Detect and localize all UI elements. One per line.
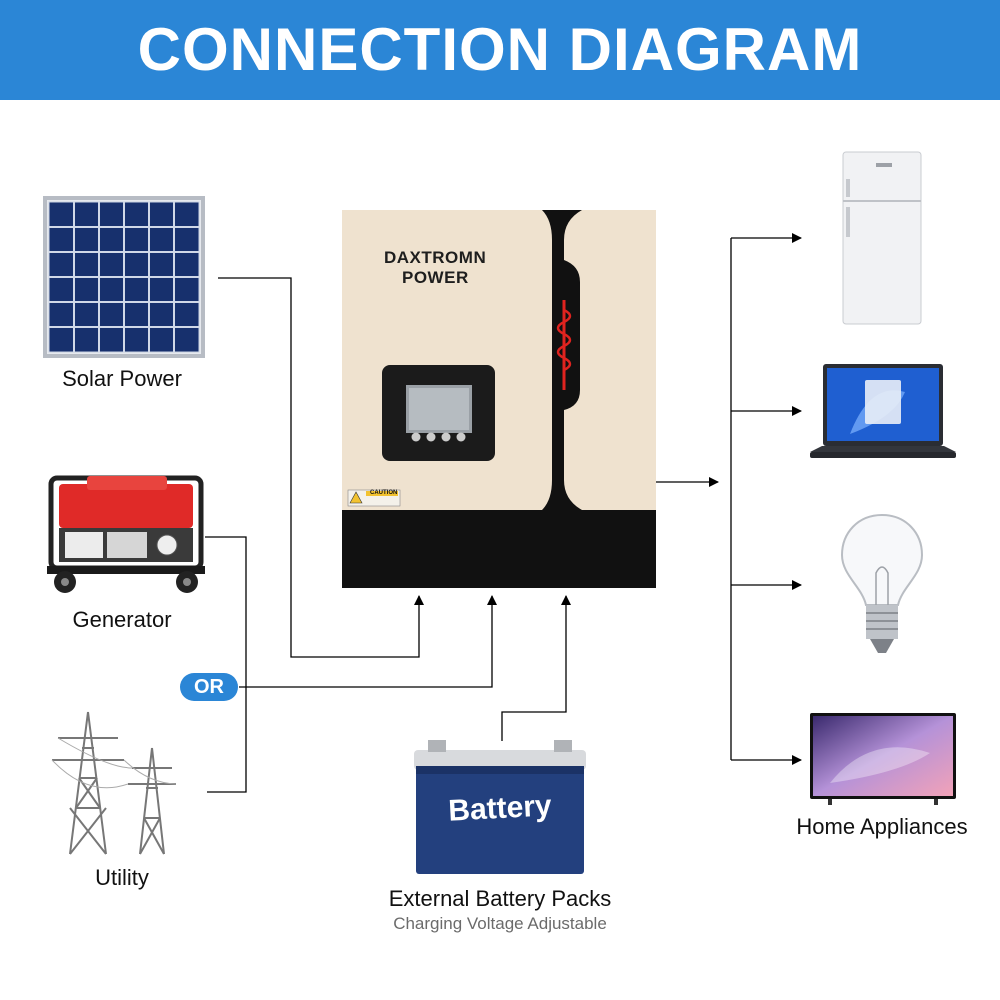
grid-wire bbox=[239, 595, 497, 688]
refrigerator-icon bbox=[842, 151, 922, 325]
power-tower-icon bbox=[51, 711, 177, 855]
battery-subcaption: Charging Voltage Adjustable bbox=[393, 914, 607, 933]
battery-icon bbox=[414, 740, 586, 874]
inverter-icon bbox=[342, 210, 656, 588]
battery-wire bbox=[501, 595, 571, 741]
solar-power-label: Solar Power bbox=[62, 366, 182, 391]
brand-line-1: DAXTROMN bbox=[384, 248, 487, 267]
generator-icon bbox=[47, 475, 205, 593]
home-appliances-label: Home Appliances bbox=[796, 814, 968, 839]
laptop-icon bbox=[810, 364, 956, 458]
solar-wire bbox=[218, 277, 424, 658]
page-title: CONNECTION DIAGRAM bbox=[137, 16, 863, 83]
solar-panel-icon bbox=[43, 196, 205, 358]
battery-caption: External Battery Packs bbox=[388, 886, 612, 911]
title-banner: CONNECTION DIAGRAM bbox=[0, 0, 1000, 100]
utility-label: Utility bbox=[95, 865, 149, 890]
generator-label: Generator bbox=[72, 607, 172, 632]
inverter-brand: DAXTROMN POWER bbox=[384, 248, 504, 288]
light-bulb-icon bbox=[840, 513, 924, 653]
generator-wire bbox=[205, 536, 247, 793]
brand-line-2: POWER bbox=[402, 268, 469, 287]
tv-icon bbox=[810, 713, 956, 805]
caution-label: CAUTION bbox=[370, 490, 398, 496]
or-badge: OR bbox=[180, 673, 238, 701]
